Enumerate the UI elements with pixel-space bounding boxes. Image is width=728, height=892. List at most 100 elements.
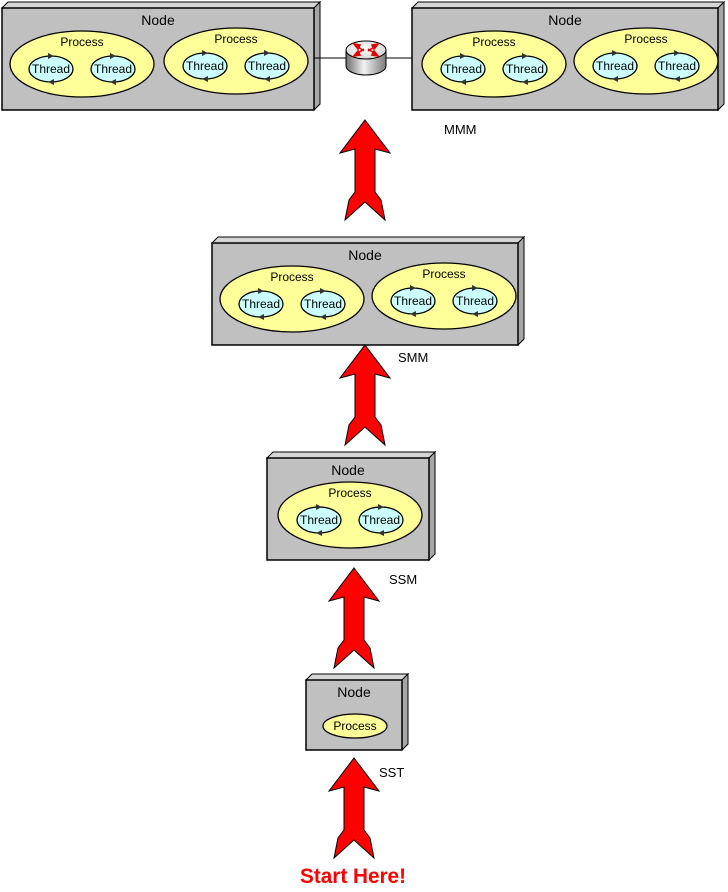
thread: Thread (300, 288, 346, 320)
cycle-arrow-icon (320, 288, 326, 294)
cycle-arrow-icon (460, 53, 466, 59)
cycle-arrow-icon (612, 76, 618, 82)
node-side-face (717, 0, 725, 112)
cycle-arrow-icon (472, 285, 478, 291)
node-label: Node (348, 247, 382, 263)
upward-arrow-ssm (327, 567, 381, 670)
cycle-arrow-icon (48, 53, 54, 59)
thread-label: Thread (300, 513, 338, 527)
level-label-sst: SST (379, 765, 404, 780)
process: Process (322, 713, 388, 739)
cycle-arrow-icon (258, 314, 264, 320)
cycle-arrow-icon (320, 314, 326, 320)
node-top-face (0, 1, 322, 9)
thread-label: Thread (456, 294, 494, 308)
start-here-label: Start Here! (300, 865, 406, 888)
process-label: Process (60, 35, 103, 49)
thread-label: Thread (94, 62, 132, 76)
node-top-face (410, 1, 726, 9)
cycle-arrow-icon (522, 53, 528, 59)
thread-label: Thread (394, 294, 432, 308)
thread-label: Thread (32, 62, 70, 76)
upward-arrow-sst (327, 757, 381, 860)
upward-arrow-smm (338, 344, 392, 447)
cycle-arrow-icon (316, 530, 322, 536)
level-label-smm: SMM (398, 350, 428, 365)
node-side-face (517, 235, 525, 347)
process-label: Process (328, 486, 371, 500)
thread: Thread (440, 53, 486, 85)
thread: Thread (28, 53, 74, 85)
thread-label: Thread (242, 297, 280, 311)
level-label-ssm: SSM (389, 572, 417, 587)
arrow-shape (327, 757, 381, 860)
cycle-arrow-icon (258, 288, 264, 294)
process-ellipse (322, 713, 388, 739)
cycle-arrow-icon (264, 76, 270, 82)
thread: Thread (654, 50, 700, 82)
arrow-shape (327, 567, 381, 670)
thread: Thread (296, 504, 342, 536)
cycle-arrow-icon (522, 79, 528, 85)
node-label: Node (337, 684, 371, 700)
node-label: Node (141, 12, 175, 28)
cycle-arrow-icon (202, 50, 208, 56)
process-label: Process (333, 719, 376, 733)
arrow-shape (338, 344, 392, 447)
process-label: Process (422, 267, 465, 281)
node-side-face (428, 450, 436, 562)
thread: Thread (502, 53, 548, 85)
cycle-arrow-icon (612, 50, 618, 56)
thread-label: Thread (658, 59, 696, 73)
thread-label: Thread (362, 513, 400, 527)
thread: Thread (592, 50, 638, 82)
upward-arrow-mmm (338, 119, 392, 222)
thread: Thread (358, 504, 404, 536)
cycle-arrow-icon (202, 76, 208, 82)
cycle-arrow-icon (460, 79, 466, 85)
thread-label: Thread (596, 59, 634, 73)
thread: Thread (452, 285, 498, 317)
process-label: Process (624, 32, 667, 46)
thread: Thread (244, 50, 290, 82)
thread: Thread (238, 288, 284, 320)
node-side-face (401, 672, 409, 752)
cycle-arrow-icon (472, 311, 478, 317)
process-label: Process (472, 35, 515, 49)
thread-label: Thread (186, 59, 224, 73)
cycle-arrow-icon (264, 50, 270, 56)
cycle-arrow-icon (674, 76, 680, 82)
node-top-face (304, 673, 410, 681)
cycle-arrow-icon (410, 311, 416, 317)
node-top-face (210, 236, 526, 244)
cycle-arrow-icon (378, 530, 384, 536)
node-top-face (265, 451, 437, 459)
level-label-mmm: MMM (444, 122, 477, 137)
arrow-shape (338, 119, 392, 222)
process-label: Process (270, 270, 313, 284)
cycle-arrow-icon (316, 504, 322, 510)
thread: Thread (182, 50, 228, 82)
thread-label: Thread (506, 62, 544, 76)
thread-label: Thread (444, 62, 482, 76)
thread-label: Thread (248, 59, 286, 73)
cycle-arrow-icon (674, 50, 680, 56)
node-side-face (313, 0, 321, 112)
cycle-arrow-icon (410, 285, 416, 291)
cycle-arrow-icon (378, 504, 384, 510)
cycle-arrow-icon (110, 53, 116, 59)
process-label: Process (214, 32, 257, 46)
node-label: Node (548, 12, 582, 28)
